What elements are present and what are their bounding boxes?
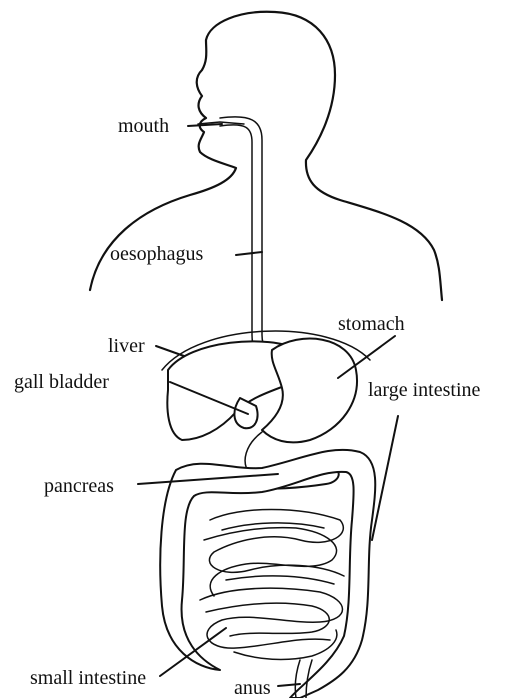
label-large-intestine: large intestine: [368, 380, 480, 400]
large-intestine-shape: [160, 450, 375, 698]
leader-mouth: [188, 124, 222, 126]
label-oesophagus: oesophagus: [110, 244, 203, 264]
stomach-shape: [262, 339, 357, 443]
label-mouth: mouth: [118, 116, 169, 136]
label-anus: anus: [234, 678, 271, 698]
oesophagus-tube-inner: [220, 125, 266, 360]
label-stomach: stomach: [338, 314, 405, 334]
leader-oesophagus: [236, 252, 262, 255]
label-gall-bladder: gall bladder: [14, 372, 109, 392]
label-liver: liver: [108, 336, 145, 356]
oesophagus-tube: [220, 117, 276, 355]
label-pancreas: pancreas: [44, 476, 114, 496]
small-intestine-coils: [200, 510, 344, 660]
leader-anus: [278, 684, 300, 686]
label-small-intestine: small intestine: [30, 668, 146, 688]
leader-liver: [156, 346, 184, 356]
